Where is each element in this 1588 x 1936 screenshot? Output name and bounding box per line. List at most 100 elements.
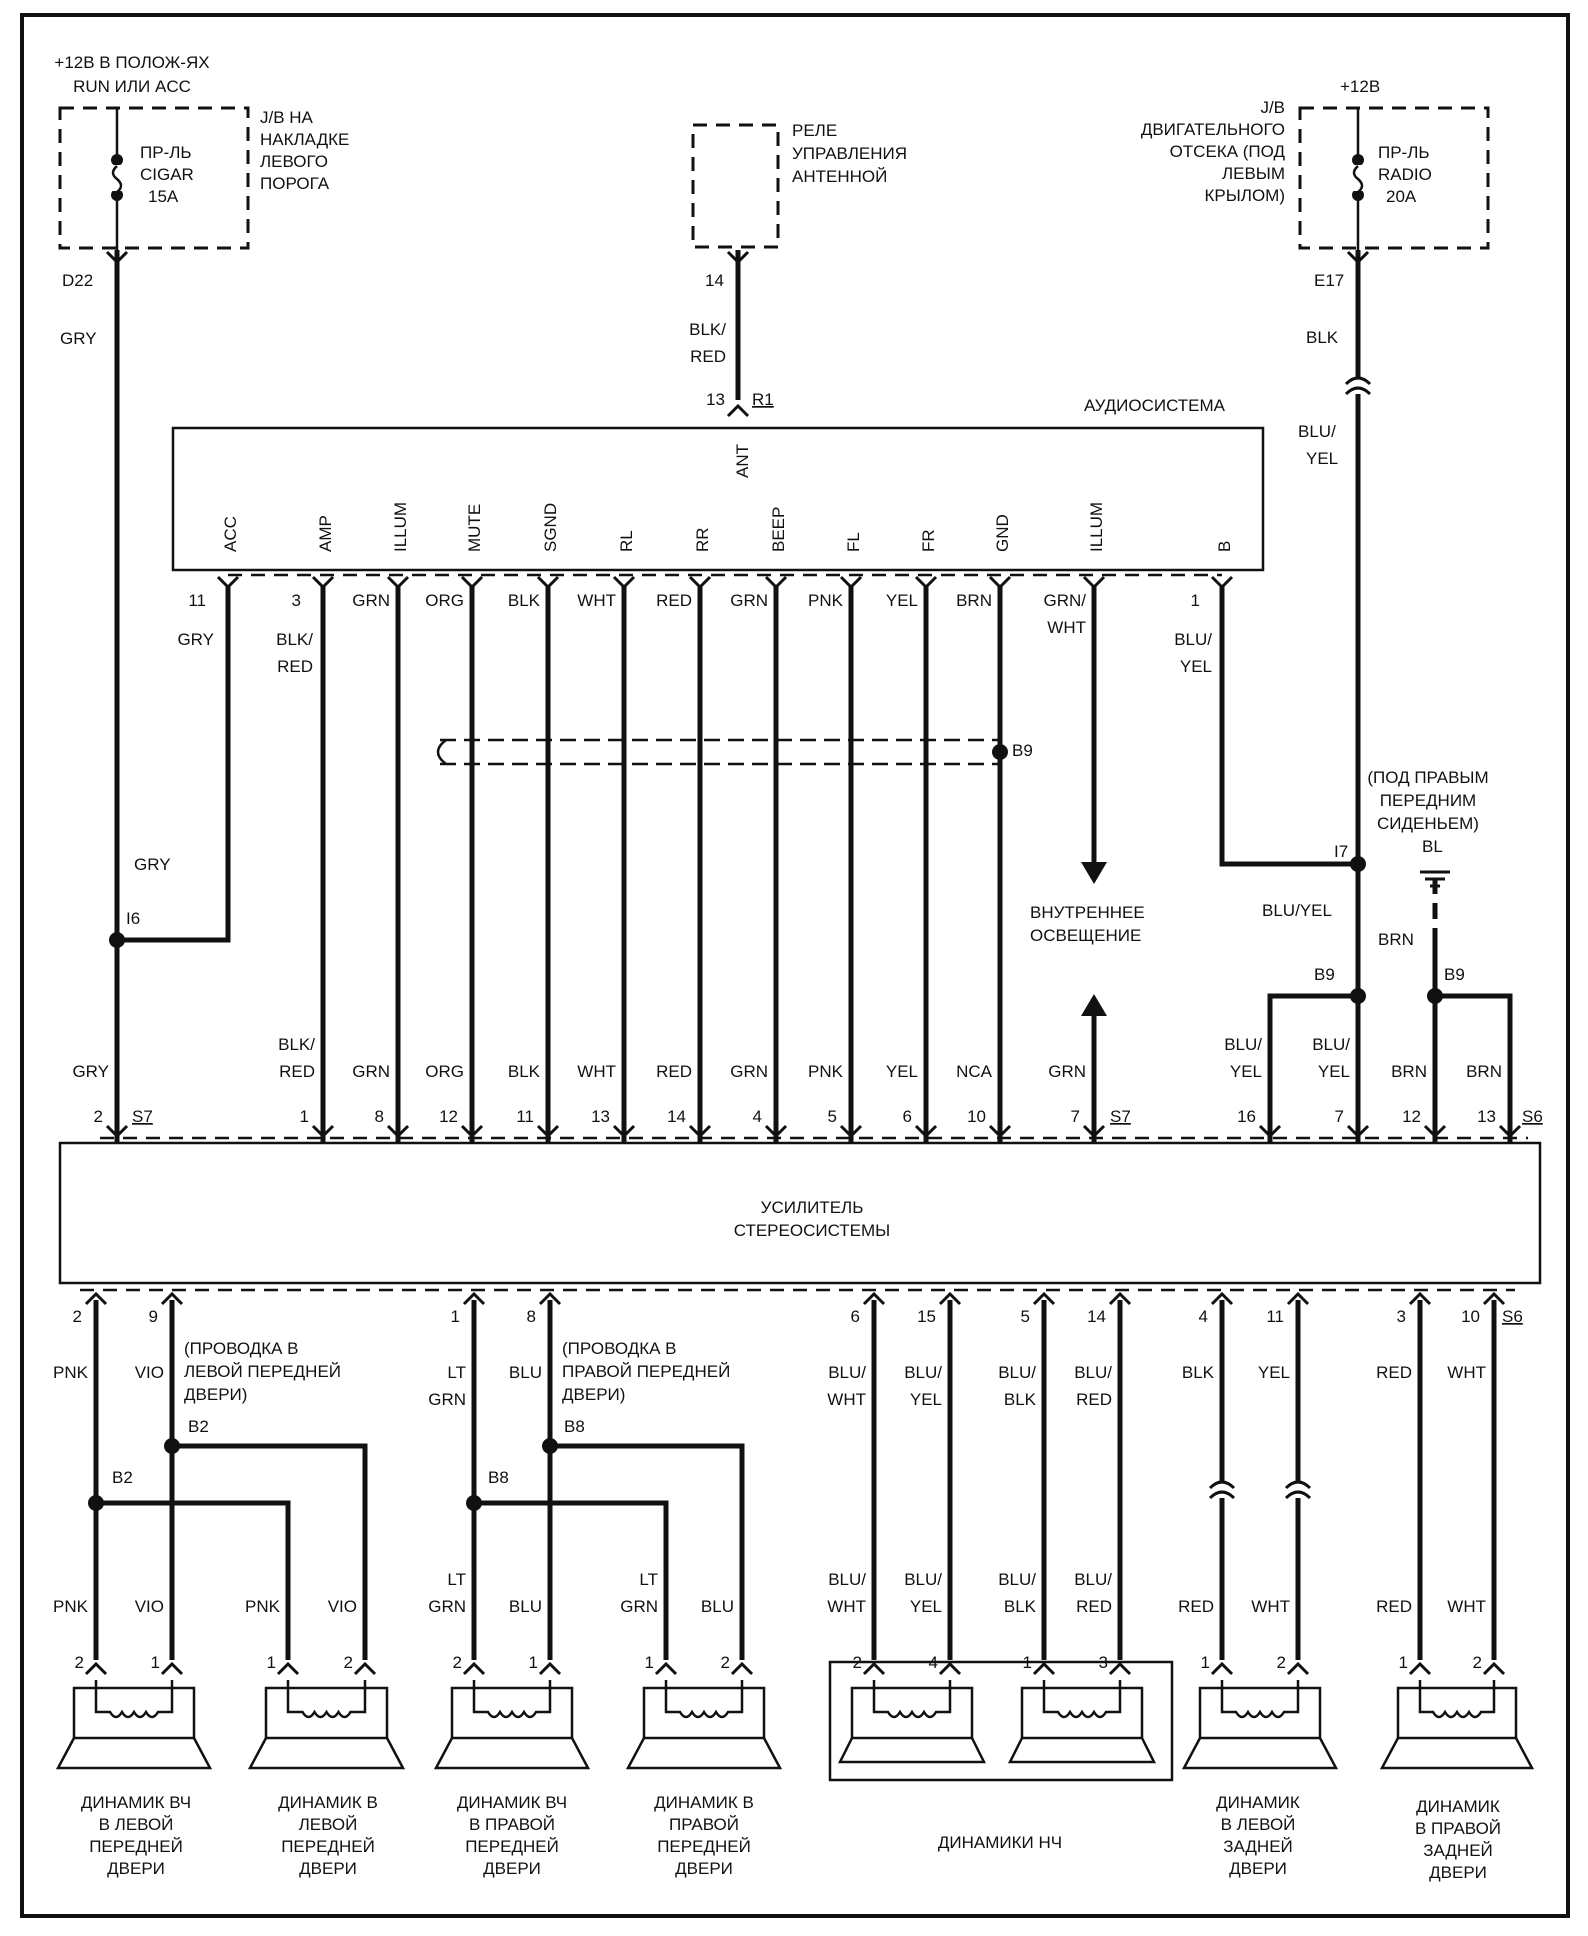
speaker-magnet xyxy=(1396,1686,1518,1740)
amp-connector-s7a: S7 xyxy=(132,1107,153,1126)
shield: B9 xyxy=(1012,741,1033,760)
speaker-coil xyxy=(1220,1680,1300,1719)
amp-top-connector xyxy=(688,1124,712,1139)
speaker-magnet xyxy=(264,1686,389,1740)
amp-top-pin: 6 xyxy=(903,1107,912,1126)
woofer-connector xyxy=(1032,1661,1056,1676)
amp-top-wire-color: YEL xyxy=(1318,1062,1350,1081)
woofer-cone xyxy=(837,1737,987,1764)
woofer-connector xyxy=(862,1661,886,1676)
brn-branch xyxy=(1435,993,1513,1143)
amp-top-connector xyxy=(1258,1124,1282,1139)
speaker-wire-color: VIO xyxy=(328,1597,357,1616)
speaker-pin: 2 xyxy=(721,1653,730,1672)
amp-bottom-wire-color: YEL xyxy=(910,1390,942,1409)
speaker-pin: 2 xyxy=(1277,1653,1286,1672)
amp-top-wire-color: YEL xyxy=(1230,1062,1262,1081)
antenna-wire-color: BLK/RED xyxy=(689,320,726,366)
amp-top-wire-color: BLU/ xyxy=(1312,1035,1350,1054)
amp-bottom-pin: 10 xyxy=(1461,1307,1480,1326)
audio-unit: АУДИОСИСТЕМА 13 R1 ANT ACC11GRYAMP3BLK/R… xyxy=(171,390,1265,676)
audio-wire-color: GRN xyxy=(730,591,768,610)
fuse-icon xyxy=(111,165,123,193)
speaker-right-front-icon xyxy=(625,1680,783,1770)
audio-wire-color: BRN xyxy=(956,591,992,610)
speaker-caption: ПРАВОЙ xyxy=(669,1815,739,1834)
audio-terminal-label: FR xyxy=(919,529,938,552)
speaker-pin: 2 xyxy=(453,1653,462,1672)
speaker-cone xyxy=(55,1737,213,1770)
audio-terminal-label: B xyxy=(1215,541,1234,552)
woofer-coil xyxy=(1042,1680,1122,1719)
amp-bottom-pin: 2 xyxy=(73,1307,82,1326)
ground-label: BL xyxy=(1422,837,1443,856)
amp-top-pin: 5 xyxy=(828,1107,837,1126)
fuse-icon xyxy=(1352,165,1364,193)
right-feed-inline-connector xyxy=(1344,376,1372,386)
blu-branch xyxy=(550,1443,745,1660)
speaker-caption: ПЕРЕДНЕЙ xyxy=(465,1837,559,1856)
amp-bottom-wire-color: RED xyxy=(1376,1363,1412,1382)
audio-wire-color: BLK/ xyxy=(276,630,313,649)
speaker-wire-color: VIO xyxy=(135,1597,164,1616)
right-fuse-connector: E17 xyxy=(1314,271,1344,290)
audio-unit-title: АУДИОСИСТЕМА xyxy=(1084,396,1226,415)
amp-top-connector xyxy=(460,1124,484,1139)
amp-top-pin: 8 xyxy=(375,1107,384,1126)
right-feed-inline-connector xyxy=(1344,386,1372,396)
speaker-caption: ЛЕВОЙ xyxy=(299,1815,358,1834)
ant-terminal-label: ANT xyxy=(733,444,752,478)
speaker-tweeter-right-front-icon xyxy=(433,1680,591,1770)
amp-top-wire-color: GRN xyxy=(730,1062,768,1081)
audio-terminal-label: GND xyxy=(993,514,1012,552)
speaker-wire-color: WHT xyxy=(1447,1597,1486,1616)
amp-bottom-wire-color: BLU xyxy=(509,1363,542,1382)
amp-top-connector xyxy=(1423,1124,1447,1139)
speaker-caption: ДИНАМИКИ НЧ xyxy=(938,1833,1062,1852)
fuse-terminal xyxy=(1352,189,1364,201)
amp-bottom-connector xyxy=(1482,1291,1506,1306)
audio-wire-color: BLK xyxy=(508,591,541,610)
speaker-pin: 2 xyxy=(344,1653,353,1672)
audio-wire-color: GRY xyxy=(177,630,214,649)
speaker-connector xyxy=(1286,1661,1310,1676)
junction-b2-lower: B2 xyxy=(112,1468,133,1487)
speaker-tweeter-left-front-icon xyxy=(55,1680,213,1770)
right-feed-wire-top: BLK xyxy=(1306,328,1339,347)
speaker-pin: 2 xyxy=(75,1653,84,1672)
audio-terminal-label: ACC xyxy=(221,516,240,552)
speaker-connector xyxy=(84,1661,108,1676)
amp-top-wire-color: BRN xyxy=(1391,1062,1427,1081)
speaker-left-front-icon xyxy=(247,1680,406,1770)
rear-inline-connector xyxy=(1208,1480,1236,1490)
lt-grn-branch xyxy=(474,1500,669,1660)
speaker-magnet xyxy=(1198,1686,1322,1740)
speaker-pin: 1 xyxy=(645,1653,654,1672)
woofer-connector xyxy=(938,1661,962,1676)
audio-wire-color: RED xyxy=(277,657,313,676)
speaker-connector xyxy=(730,1661,754,1676)
speaker-caption: ЗАДНЕЙ xyxy=(1223,1837,1293,1856)
amp-bottom-pin: 1 xyxy=(451,1307,460,1326)
speaker-coil xyxy=(1418,1680,1496,1719)
speaker-connector xyxy=(1482,1661,1506,1676)
amp-top-pin: 11 xyxy=(516,1107,534,1126)
audio-wire-color: WHT xyxy=(1047,618,1086,637)
speaker-wire-color: YEL xyxy=(910,1597,942,1616)
antenna-relay-pin: 14 xyxy=(705,271,724,290)
speaker-pin: 1 xyxy=(1399,1653,1408,1672)
amp-top-wire-color: BLU/ xyxy=(1224,1035,1262,1054)
speaker-coil xyxy=(286,1680,367,1719)
speaker-wire-color: BLU/ xyxy=(998,1570,1036,1589)
amp-top-wire-color: YEL xyxy=(886,1062,918,1081)
speaker-wire-color: PNK xyxy=(245,1597,281,1616)
fuse-terminal xyxy=(111,154,123,166)
amp-bottom-wire-color: BLU/ xyxy=(828,1363,866,1382)
amp-top-pin: 12 xyxy=(439,1107,458,1126)
audio-wire-color: PNK xyxy=(808,591,844,610)
